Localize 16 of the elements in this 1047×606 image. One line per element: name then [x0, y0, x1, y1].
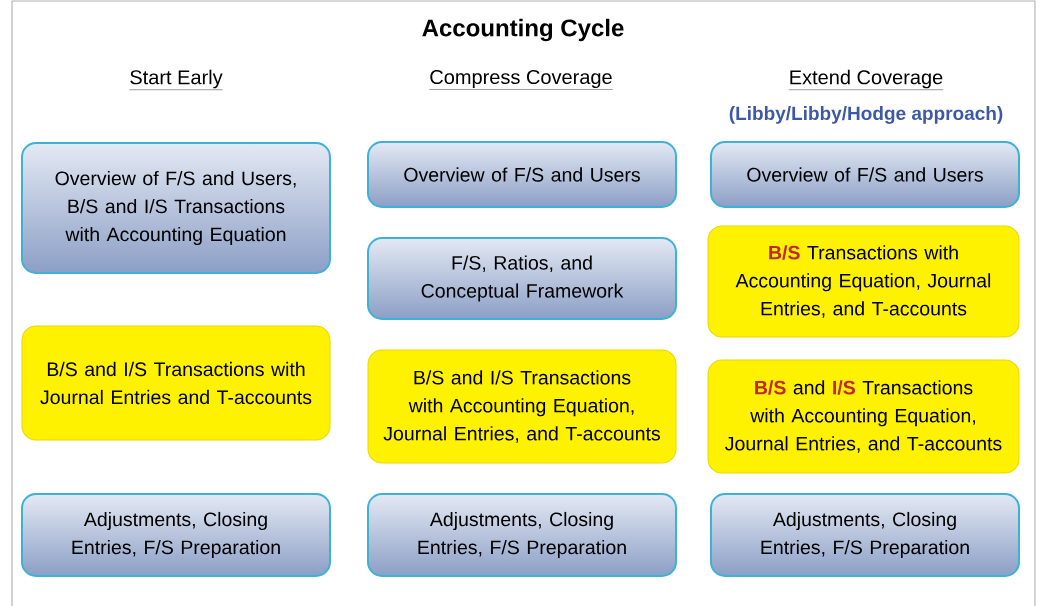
topic-box: Adjustments, Closing Entries, F/S Preparation — [710, 493, 1020, 577]
column-heading: Start Early — [129, 69, 223, 90]
topic-box: Overview of F/S and Users — [367, 141, 677, 208]
column-heading: Compress Coverage — [429, 69, 613, 90]
topic-box: B/S and I/S Transactions with Journal Entries and T-accounts — [21, 325, 331, 441]
topic-box: F/S, Ratios, and Conceptual Framework — [367, 237, 677, 320]
topic-box: B/S Transactions with Accounting Equation, Journal Entries, and T-accounts — [707, 225, 1020, 338]
topic-box: Overview of F/S and Users, B/S and I/S Transactions with Accounting Equation — [21, 142, 331, 274]
title: Accounting Cycle — [422, 18, 624, 42]
topic-box: Adjustments, Closing Entries, F/S Preparation — [21, 493, 331, 577]
topic-box: Adjustments, Closing Entries, F/S Preparation — [367, 493, 677, 577]
subheading: (Libby/Libby/Hodge approach) — [729, 106, 1003, 124]
column-heading: Extend Coverage — [788, 69, 944, 90]
topic-box: B/S and I/S Transactions with Accounting Equation, Journal Entries, and T-accounts — [367, 349, 677, 464]
topic-box: Overview of F/S and Users — [710, 141, 1020, 208]
topic-box: B/S and I/S Transactions with Accounting Equation, Journal Entries, and T-accounts — [707, 359, 1020, 474]
